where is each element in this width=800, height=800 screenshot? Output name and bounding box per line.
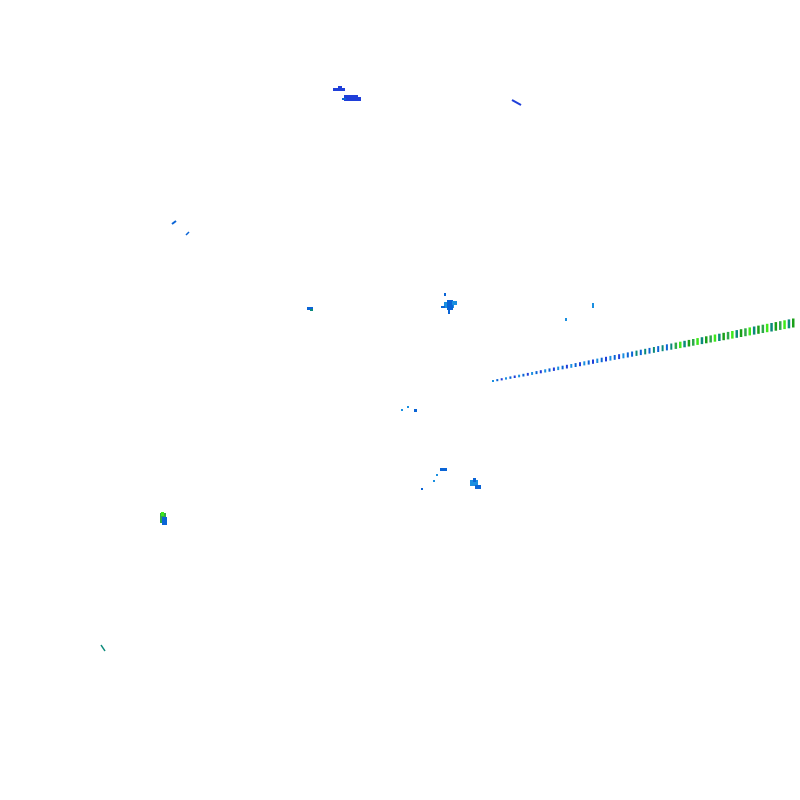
streak-segment (492, 380, 494, 382)
streak-segment (618, 354, 621, 360)
streak-segment (705, 336, 708, 344)
streak-segment (509, 376, 512, 379)
streak-segment (731, 331, 734, 339)
streak-segment (722, 332, 725, 341)
streak-segment (648, 347, 651, 354)
streak-segment (718, 333, 721, 341)
streak-segment (774, 322, 778, 331)
streak-segment (600, 357, 603, 363)
streak-segment (683, 340, 686, 348)
streak-segment (679, 341, 682, 349)
streak-segment (526, 372, 529, 376)
streak-segment (496, 379, 499, 382)
streak-segment (513, 375, 516, 378)
streak-segment (626, 352, 629, 358)
streak-segment (613, 355, 616, 360)
streak-segment (779, 321, 782, 330)
streak-segment (622, 353, 625, 359)
streak-segment (692, 339, 695, 346)
streak-segment (661, 345, 664, 352)
streak-segment (631, 351, 634, 357)
echo-cluster-south (421, 468, 481, 490)
streak-segment (748, 327, 751, 336)
streak-segment (787, 319, 791, 329)
streak-segment (765, 323, 769, 333)
echo-radial-streak (492, 318, 795, 382)
streak-segment (605, 356, 607, 362)
streak-segment (587, 360, 590, 365)
streak-segment (652, 347, 655, 353)
echo-specks-mid (401, 406, 417, 412)
streak-segment (713, 334, 717, 342)
streak-segment (696, 338, 699, 345)
streak-segment (539, 370, 542, 374)
streak-segment (735, 330, 738, 338)
streak-segment (670, 343, 673, 350)
echo-cluster-north (333, 86, 361, 101)
echo-specks-east (565, 303, 594, 321)
streak-segment (500, 378, 503, 381)
streak-segment (674, 342, 678, 349)
streak-segment (596, 358, 599, 363)
streak-segment (505, 377, 507, 380)
streak-segment (544, 369, 547, 373)
streak-segment (583, 361, 586, 366)
streak-segment (548, 368, 551, 372)
streak-segment (757, 325, 760, 334)
streak-segment (744, 328, 747, 337)
streak-segment (552, 367, 555, 371)
streak-segment (657, 346, 660, 352)
streak-segment (531, 372, 534, 375)
echo-cluster-center (441, 293, 457, 314)
streak-segment (561, 365, 564, 370)
streak-segment (700, 337, 704, 345)
echo-cell-west (160, 512, 167, 525)
echo-streak-north-east (511, 99, 522, 106)
streak-segment (592, 359, 594, 364)
streak-segment (783, 320, 786, 330)
streak-segment (639, 349, 642, 356)
streak-segment (761, 324, 765, 333)
streak-segment (635, 350, 638, 356)
streak-segment (709, 335, 712, 343)
echo-speck-west-center (307, 307, 313, 311)
echo-specks-north-west (171, 220, 190, 236)
streak-segment (535, 371, 538, 375)
streak-segment (579, 362, 581, 367)
streak-segment (687, 339, 691, 347)
streak-segment (739, 329, 743, 337)
echo-speck-south-west (100, 644, 106, 652)
streak-segment (522, 373, 525, 377)
streak-segment (770, 323, 773, 332)
streak-segment (570, 364, 573, 368)
streak-segment (518, 374, 521, 378)
streak-segment (565, 364, 568, 369)
streak-segment (665, 344, 668, 351)
streak-segment (726, 331, 730, 340)
streak-segment (644, 348, 647, 355)
streak-segment (792, 318, 795, 328)
streak-segment (752, 326, 756, 335)
streak-segment (557, 366, 560, 371)
streak-segment (574, 363, 577, 367)
streak-segment (609, 355, 612, 361)
